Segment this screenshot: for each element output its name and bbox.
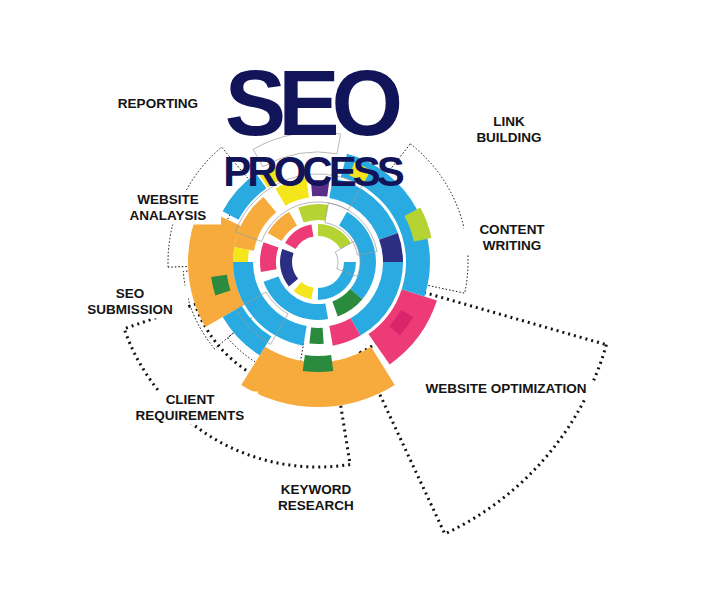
ring-segment (318, 224, 351, 249)
step-label: LINK BUILDING (461, 113, 557, 146)
ring-segment (389, 310, 413, 336)
ring-segment (294, 282, 314, 300)
ring-segment (233, 247, 249, 262)
ring-segment (405, 208, 432, 242)
ring-segment (241, 347, 395, 407)
ring-segment (285, 225, 313, 249)
ring-segment (309, 328, 323, 344)
step-label: WEBSITE OPTIMIZATION (418, 380, 594, 398)
segment-outline (236, 292, 288, 344)
dotted-sector (360, 290, 606, 534)
step-label: CONTENT WRITING (464, 221, 560, 254)
ring-segment (234, 197, 276, 251)
ring-segment (298, 204, 328, 222)
step-label: REPORTING (115, 95, 201, 113)
ring-segment (211, 275, 230, 296)
ring-segment (329, 318, 360, 345)
step-label: KEYWORD RESEARCH (258, 481, 374, 514)
step-label: SEO SUBMISSION (72, 285, 188, 318)
step-label: WEBSITE ANALAYSIS (115, 191, 221, 224)
title-text: SEO (225, 57, 403, 149)
title-text: PROCESS (223, 151, 404, 193)
step-label: CLIENT REQUIREMENTS (122, 391, 258, 424)
segment-outline (335, 241, 360, 276)
ring-segment (260, 242, 278, 272)
segment-outline (325, 203, 377, 255)
ring-segment (303, 355, 334, 372)
ring-segment (379, 233, 403, 262)
ring-segment (280, 249, 298, 286)
